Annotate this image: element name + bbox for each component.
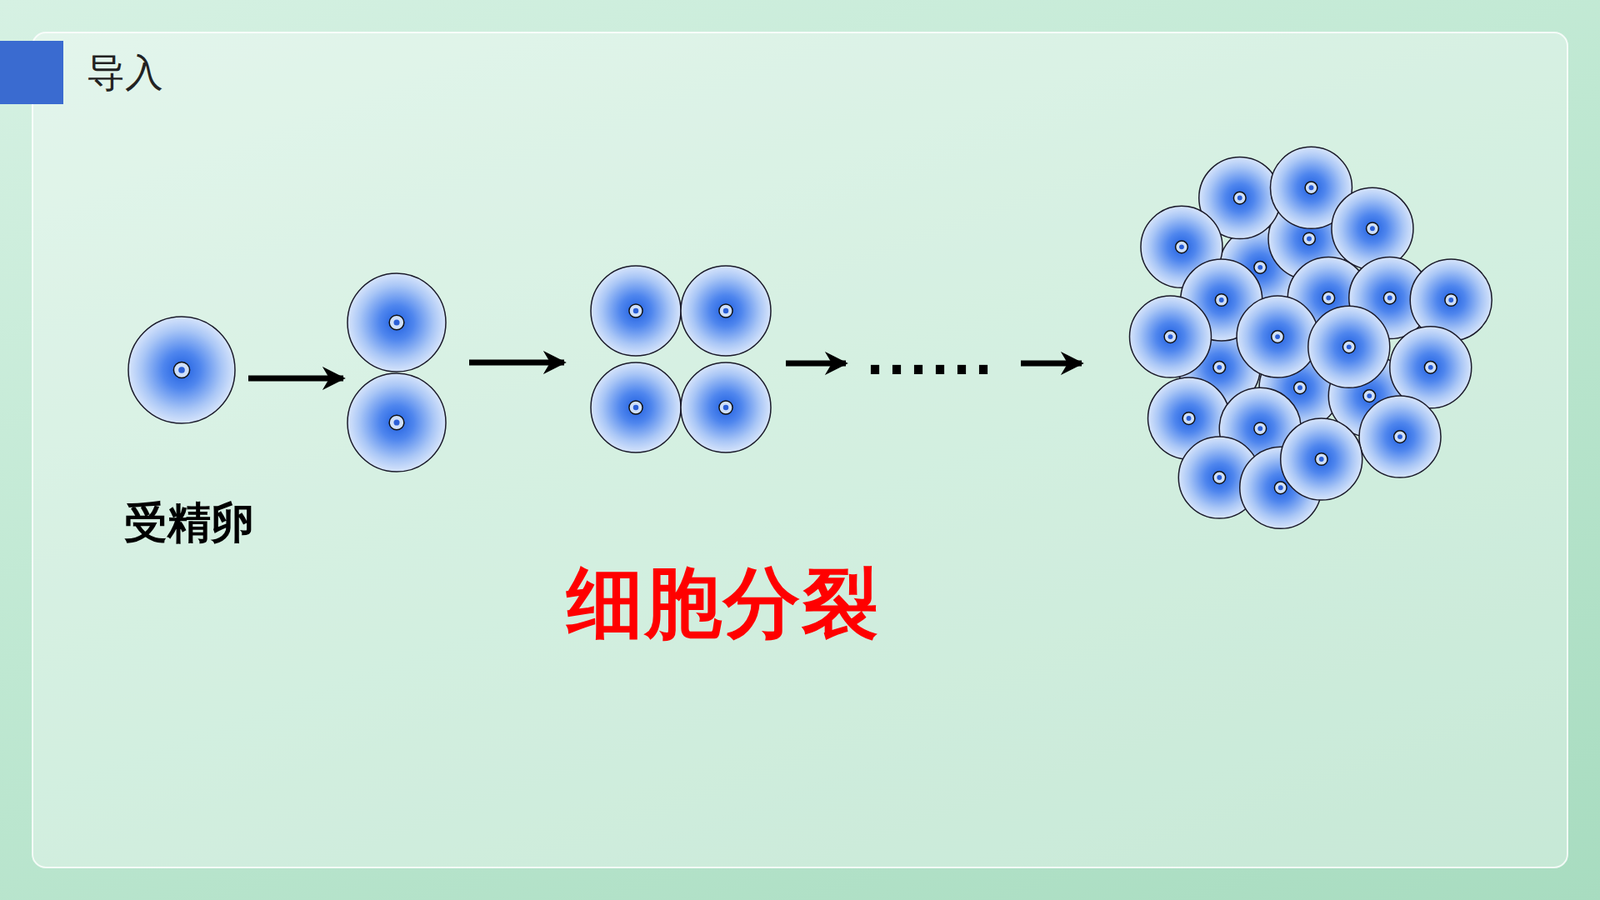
cell-nucleus [629, 304, 643, 318]
cell [1308, 305, 1390, 388]
process-label: 细胞分裂 [566, 560, 880, 645]
cell-nucleus [1315, 453, 1328, 466]
cell-nucleus [1233, 191, 1246, 205]
cell-nucleus [1182, 412, 1195, 425]
cell-nucleus [719, 304, 733, 318]
nucleolus [1366, 393, 1372, 399]
cell-membrane [1359, 395, 1441, 478]
cell-membrane [680, 362, 771, 453]
nucleolus [1448, 297, 1454, 303]
cell-membrane [347, 273, 446, 372]
nucleolus [633, 308, 639, 314]
cell-nucleus [389, 315, 405, 330]
cell-nucleus [389, 415, 405, 430]
cell-nucleus [1271, 330, 1285, 344]
cell-membrane [347, 373, 446, 472]
cell-nucleus [1322, 291, 1335, 305]
nucleolus [393, 319, 400, 325]
cell-membrane [1280, 418, 1363, 500]
cell-nucleus [1175, 240, 1189, 254]
cell-group [128, 146, 1492, 529]
cell-nucleus [1305, 181, 1318, 195]
nucleolus [1257, 425, 1263, 431]
cell-nucleus [1366, 222, 1380, 235]
nucleolus [1397, 434, 1403, 440]
stage-label: 受精卵 [124, 499, 255, 547]
nucleolus [1275, 334, 1280, 340]
cell-membrane [128, 316, 235, 424]
cell-nucleus [1394, 430, 1407, 444]
arrow [1020, 360, 1082, 367]
cell-nucleus [1213, 360, 1226, 374]
nucleolus [178, 366, 185, 374]
nucleolus [1325, 295, 1331, 301]
nucleolus [1216, 475, 1222, 480]
cell [680, 265, 771, 356]
cell [1359, 395, 1441, 478]
cell-nucleus [719, 400, 733, 415]
cell-nucleus [1254, 422, 1267, 435]
nucleolus [1186, 415, 1192, 421]
cell [347, 273, 446, 372]
nucleolus [1387, 295, 1393, 301]
cell-nucleus [1445, 294, 1458, 307]
cell-nucleus [1342, 340, 1355, 354]
ellipsis: ...... [865, 331, 996, 385]
nucleolus [1168, 334, 1174, 340]
cell [128, 316, 235, 424]
nucleolus [1319, 456, 1325, 462]
cell-nucleus [1294, 381, 1307, 395]
cell-membrane [590, 265, 681, 356]
cell-membrane [1129, 295, 1211, 378]
nucleolus [1179, 244, 1185, 250]
panel [32, 32, 1568, 868]
cell-nucleus [173, 361, 190, 378]
cell [590, 362, 681, 453]
cell-membrane [680, 265, 771, 356]
cell [1236, 295, 1319, 378]
cell-nucleus [1274, 481, 1287, 495]
nucleolus [1370, 225, 1375, 231]
cell [347, 373, 446, 472]
cell [1129, 295, 1211, 378]
nucleolus [1428, 365, 1434, 370]
slide-title: 导入 [86, 51, 164, 95]
nucleolus [1219, 297, 1225, 303]
title-bar [0, 40, 64, 105]
nucleolus [1306, 236, 1312, 242]
cell-membrane [1308, 305, 1390, 388]
cell-nucleus [1213, 471, 1226, 485]
cell-membrane [1331, 187, 1414, 270]
nucleolus [633, 405, 639, 410]
cell [590, 265, 681, 356]
cell-nucleus [1303, 232, 1316, 245]
cell-nucleus [629, 400, 643, 415]
nucleolus [1278, 485, 1284, 490]
nucleolus [1237, 195, 1243, 201]
cell [1280, 418, 1363, 500]
nucleolus [1346, 344, 1352, 350]
nucleolus [1257, 265, 1263, 270]
nucleolus [1309, 185, 1315, 190]
nucleolus [723, 308, 729, 314]
cell-nucleus [1215, 294, 1228, 307]
nucleolus [1297, 385, 1303, 390]
arrow [248, 375, 344, 382]
nucleolus [723, 405, 729, 410]
cell-membrane [590, 362, 681, 453]
cell-nucleus [1363, 390, 1376, 403]
cell-nucleus [1383, 291, 1396, 305]
cell-nucleus [1424, 360, 1437, 374]
cell [680, 362, 771, 453]
cell [1331, 187, 1414, 270]
nucleolus [1216, 365, 1222, 370]
arrow [785, 360, 846, 367]
cell-nucleus [1164, 330, 1177, 344]
arrow [469, 360, 565, 366]
cell-membrane [1236, 295, 1319, 378]
cell-nucleus [1254, 260, 1267, 274]
nucleolus [393, 419, 400, 425]
